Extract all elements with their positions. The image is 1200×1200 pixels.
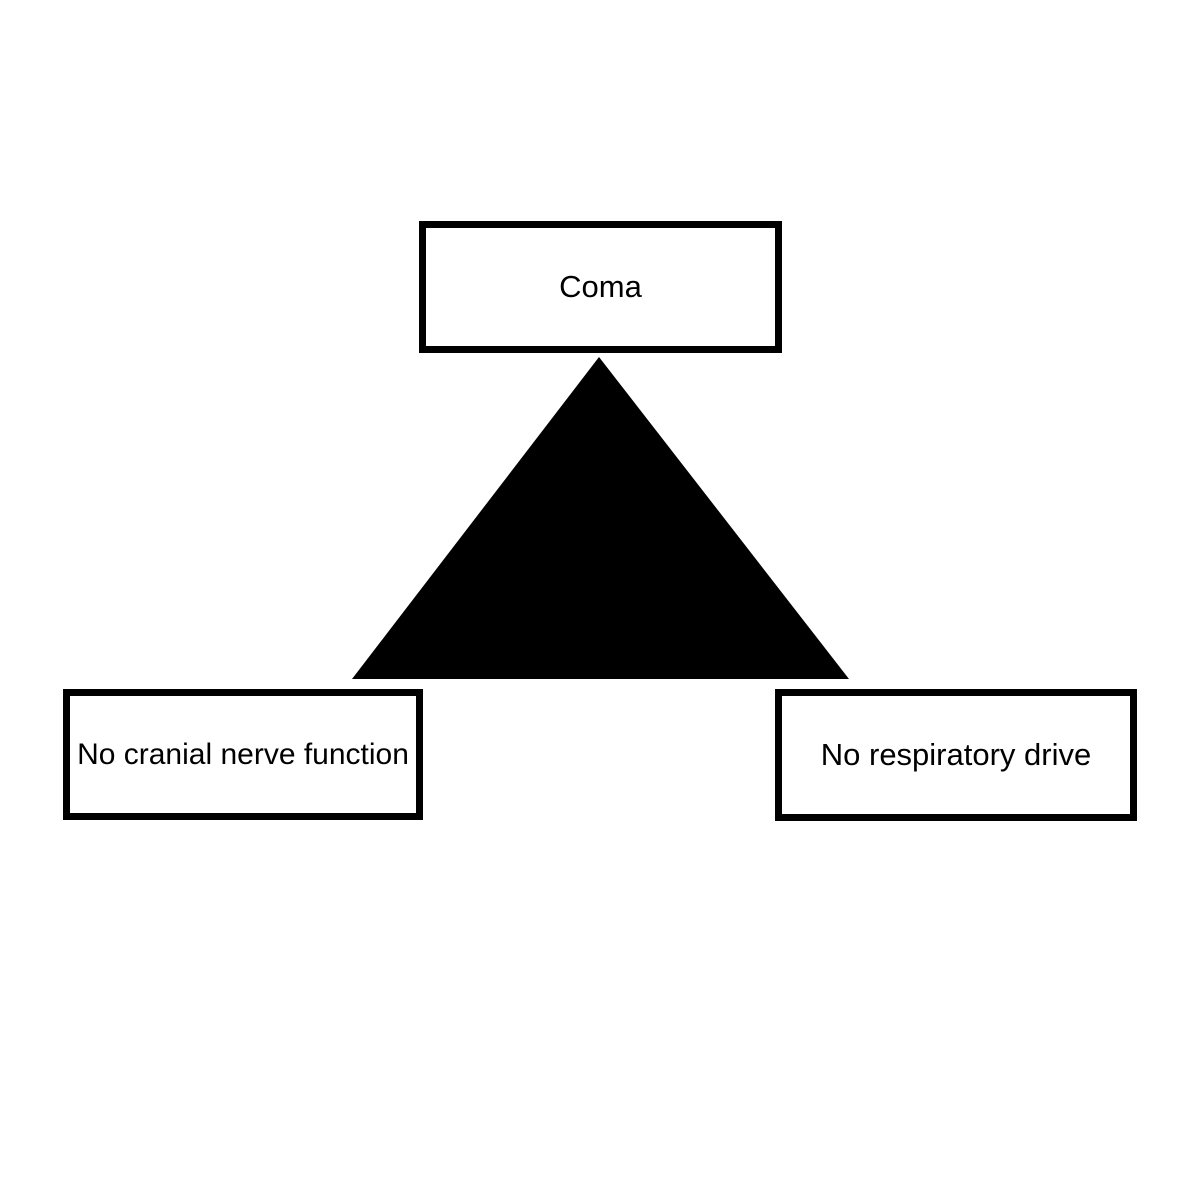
node-coma: Coma — [419, 221, 782, 353]
node-no-respiratory-drive-label: No respiratory drive — [820, 737, 1092, 773]
triangle-shape — [352, 357, 849, 679]
triangle-polygon — [352, 357, 849, 679]
node-coma-label: Coma — [559, 269, 642, 305]
node-no-cranial-nerve-function-label: No cranial nerve function — [77, 737, 409, 771]
node-no-cranial-nerve-function: No cranial nerve function — [63, 689, 423, 820]
node-no-respiratory-drive: No respiratory drive — [775, 689, 1137, 821]
